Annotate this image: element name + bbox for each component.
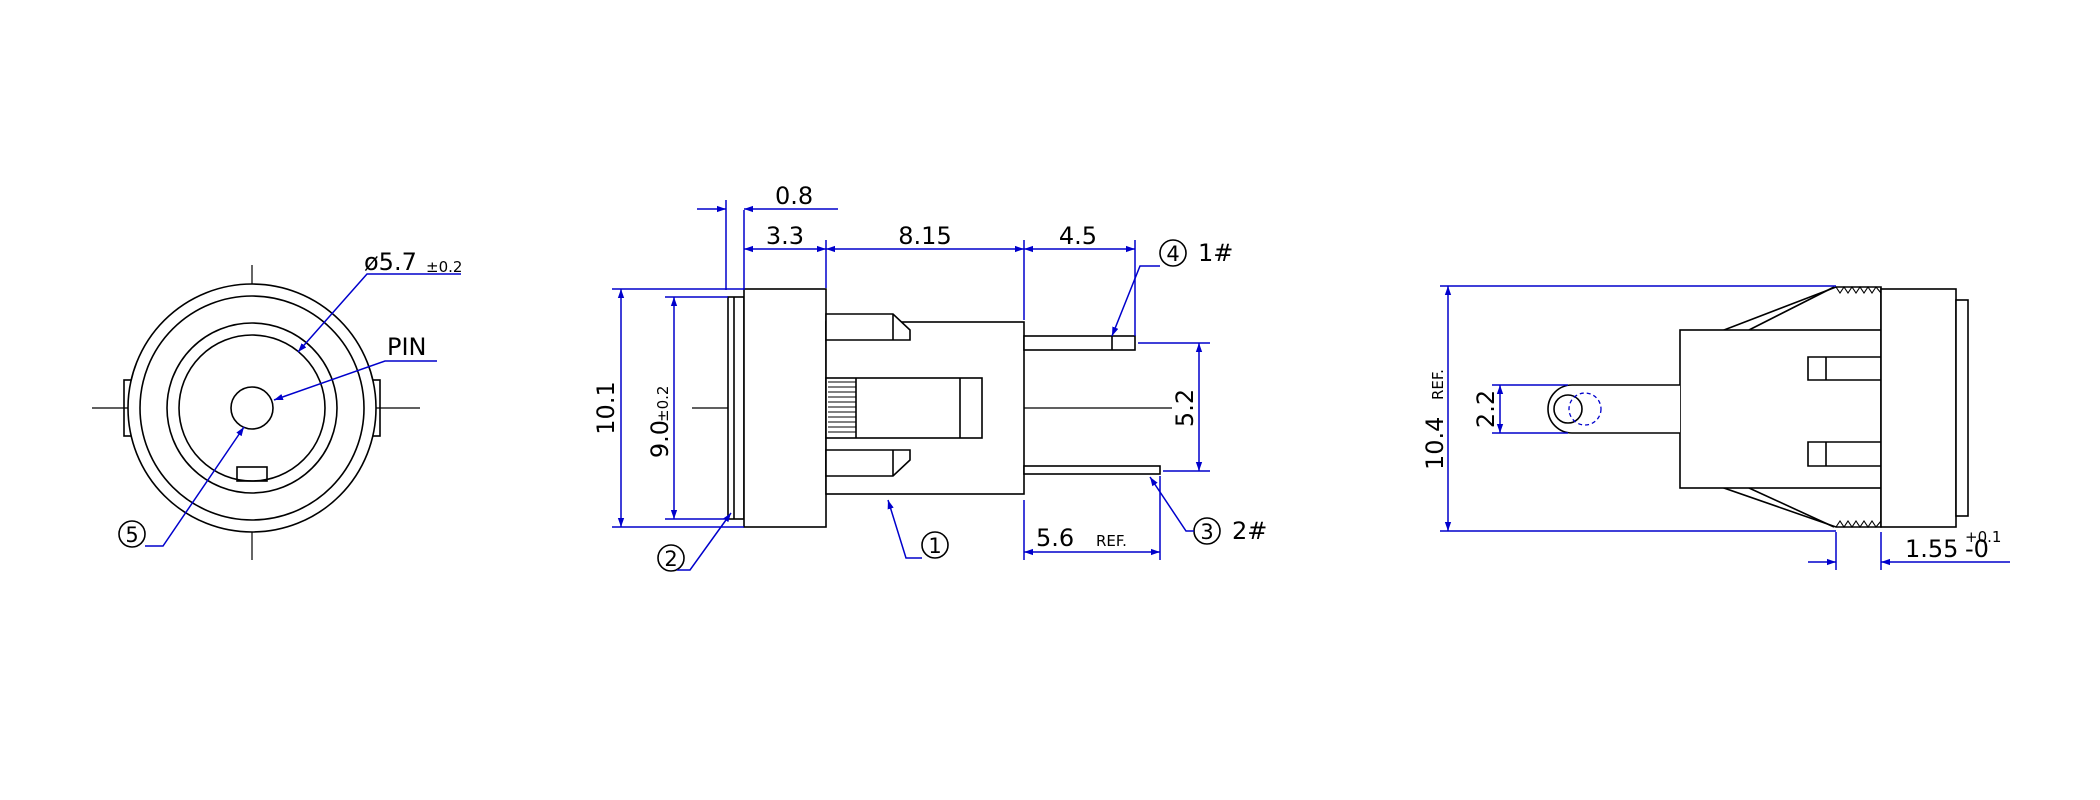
callout-2-leader — [677, 512, 732, 571]
solder-tab-hidden-circle — [1568, 392, 1602, 426]
thread-teeth-top — [1835, 286, 1882, 294]
callout-4-label: 4 — [1166, 242, 1179, 266]
callout-5-label: 5 — [125, 523, 138, 547]
lower-slot — [1807, 441, 1882, 467]
body-circle — [166, 322, 338, 494]
flange-lip — [727, 296, 745, 520]
dim-2-2-label: 2.2 — [1472, 390, 1500, 428]
callout-4-leader — [1111, 265, 1160, 337]
dim-1-55-tol-plus: +0.1 — [1965, 528, 2001, 546]
dim-5-6-label: 5.6 — [1036, 524, 1074, 552]
dim-8-15-label: 8.15 — [898, 222, 951, 250]
callout-1-leader — [887, 499, 922, 559]
callout-3-label: 3 — [1200, 520, 1213, 544]
dim-9-0-label: 9.0 — [646, 420, 674, 458]
dim-5-2-label: 5.2 — [1171, 389, 1199, 427]
dim-1-55-tol-minus: -0 — [1965, 535, 1989, 563]
diameter-leader — [297, 273, 461, 353]
hub-thread-lines — [828, 381, 856, 433]
upper-spring-clip — [825, 313, 911, 341]
terminal-1-label: 1# — [1198, 239, 1233, 267]
inner-flange-circle — [139, 295, 365, 521]
diameter-label: ø5.7 — [364, 248, 417, 276]
callout-4-circle — [1159, 239, 1187, 267]
threaded-hub — [825, 377, 983, 439]
dim-10-1-label: 10.1 — [592, 381, 620, 434]
dim-9-0-tolerance: ±0.2 — [654, 386, 672, 422]
front-view: ø5.7 ±0.2 PIN 5 — [92, 248, 462, 560]
callout-5-leader — [145, 426, 245, 547]
dim-3-3-label: 3.3 — [766, 222, 804, 250]
solder-tab-hole — [1553, 394, 1583, 424]
dim-0-8-label: 0.8 — [775, 182, 813, 210]
key-slot — [236, 466, 268, 482]
thread-edge-bottom — [1748, 487, 1835, 528]
pin-label: PIN — [387, 333, 427, 361]
callout-2-label: 2 — [664, 547, 677, 571]
callout-1-circle — [921, 531, 949, 559]
dim-10-4-label: 10.4 — [1421, 417, 1449, 470]
side-view: 0.8 3.3 8.15 4.5 10.1 9.0 ±0.2 5.2 5.6 R… — [592, 182, 1267, 572]
end-flange — [1880, 288, 1957, 528]
upper-slot — [1807, 356, 1882, 381]
dim-10-4-ref: REF. — [1429, 369, 1447, 400]
dim-1-55-label: 1.55 — [1905, 535, 1958, 563]
callout-2-circle — [657, 544, 685, 572]
callout-5-circle — [118, 520, 146, 548]
end-view: 10.4 REF. 2.2 1.55 +0.1 -0 — [1421, 285, 2010, 570]
terminal-2-label: 2# — [1232, 517, 1267, 545]
callout-1-label: 1 — [928, 534, 941, 558]
pin-leader — [273, 360, 437, 401]
solder-tab — [1547, 384, 1680, 434]
callout-3-leader — [1149, 476, 1194, 532]
flange-body — [743, 288, 827, 528]
diameter-tolerance: ±0.2 — [426, 258, 462, 276]
lower-spring-clip — [825, 449, 911, 477]
end-flange-lip — [1955, 299, 1969, 517]
thread-edge-top — [1748, 286, 1835, 331]
dim-5-6-ref: REF. — [1096, 532, 1127, 550]
terminal-pin-1 — [1023, 335, 1136, 351]
center-pin-circle — [230, 386, 274, 430]
terminal-pin-2 — [1023, 465, 1161, 475]
dim-4-5-label: 4.5 — [1059, 222, 1097, 250]
outer-flange-circle — [127, 283, 377, 533]
thread-teeth-bottom — [1835, 520, 1882, 528]
